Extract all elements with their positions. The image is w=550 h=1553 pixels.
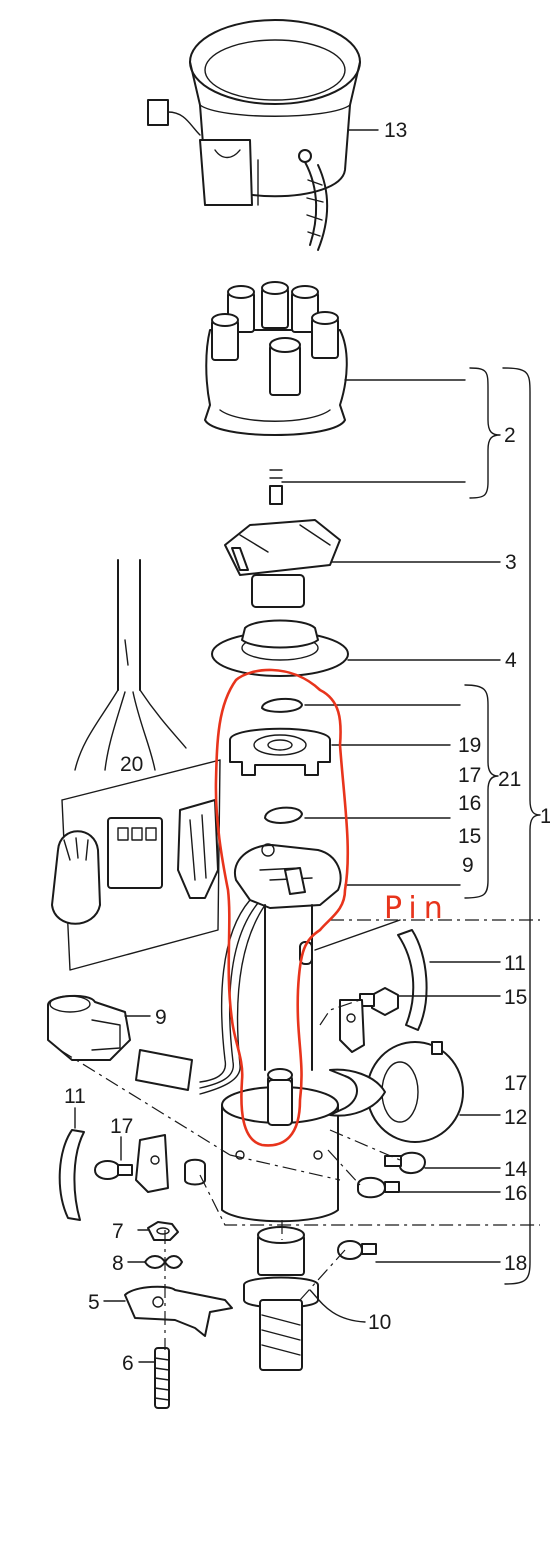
bracket-21 <box>464 684 499 899</box>
label-17a: 17 <box>458 764 481 787</box>
screw-16 <box>357 1176 400 1199</box>
distributor-housing <box>221 904 339 1371</box>
dust-shield-part <box>211 619 349 677</box>
label-16a: 16 <box>458 792 481 815</box>
breaker-plate-part <box>229 727 331 776</box>
label-17b: 17 <box>110 1115 133 1138</box>
label-2: 2 <box>504 424 516 447</box>
label-9a: 9 <box>462 854 474 877</box>
nut-part <box>147 1221 179 1241</box>
label-19: 19 <box>458 734 481 757</box>
shield-cover-part <box>147 19 361 251</box>
control-unit-part <box>47 994 131 1061</box>
bracket-2 <box>469 367 501 499</box>
sensor-wires <box>135 899 266 1095</box>
label-15b: 15 <box>504 986 527 1009</box>
label-17c: 17 <box>504 1072 527 1095</box>
label-13: 13 <box>384 119 407 142</box>
label-11a: 11 <box>64 1085 86 1108</box>
label-4: 4 <box>505 649 517 672</box>
grommet-left <box>184 1158 206 1186</box>
rotor-part <box>224 519 341 608</box>
label-18: 18 <box>504 1252 527 1275</box>
label-14: 14 <box>504 1158 528 1181</box>
screw-14 <box>384 1151 426 1174</box>
baseplate-with-sensor <box>233 843 342 909</box>
pin-annotation: Pin <box>384 891 450 926</box>
label-11b: 11 <box>504 952 526 975</box>
label-16b: 16 <box>504 1182 527 1205</box>
retaining-clip-lower <box>264 806 303 824</box>
bracket-1 <box>502 367 541 1285</box>
label-8: 8 <box>112 1252 124 1275</box>
distributor-cap-part <box>204 281 348 505</box>
label-1: 1 <box>540 805 550 828</box>
assembly-lines <box>59 919 540 1350</box>
stud-part <box>154 1347 170 1409</box>
red-highlight-outline <box>214 668 350 1147</box>
bracket-left <box>135 1134 169 1193</box>
connector-terminals-part <box>177 799 219 899</box>
washer-part <box>144 1255 183 1269</box>
wiring-harness-part <box>61 559 221 971</box>
bracket-right <box>339 999 365 1053</box>
leader-lines <box>74 129 501 1363</box>
retaining-clip-upper <box>261 697 303 713</box>
cap-clip-left <box>58 1129 85 1221</box>
label-12: 12 <box>504 1106 527 1129</box>
screw-15-right <box>359 987 399 1016</box>
cap-clip-right <box>397 929 428 1031</box>
label-20: 20 <box>120 753 143 776</box>
connector-housing-part <box>107 817 163 889</box>
connector-plug-part <box>51 830 101 925</box>
label-7: 7 <box>112 1220 124 1243</box>
clamp-plate-part <box>124 1285 233 1337</box>
label-3: 3 <box>505 551 517 574</box>
label-10: 10 <box>368 1311 391 1334</box>
vacuum-unit-part <box>329 1041 464 1143</box>
part-number-labels: 13 2 3 4 19 17 21 16 15 9 1 11 15 17 12 … <box>64 119 550 1375</box>
label-5: 5 <box>88 1291 100 1314</box>
label-6: 6 <box>122 1352 134 1375</box>
label-15a: 15 <box>458 825 481 848</box>
label-21: 21 <box>498 768 521 791</box>
label-9b: 9 <box>155 1006 167 1029</box>
screw-left <box>94 1160 133 1180</box>
screw-18 <box>337 1240 377 1260</box>
